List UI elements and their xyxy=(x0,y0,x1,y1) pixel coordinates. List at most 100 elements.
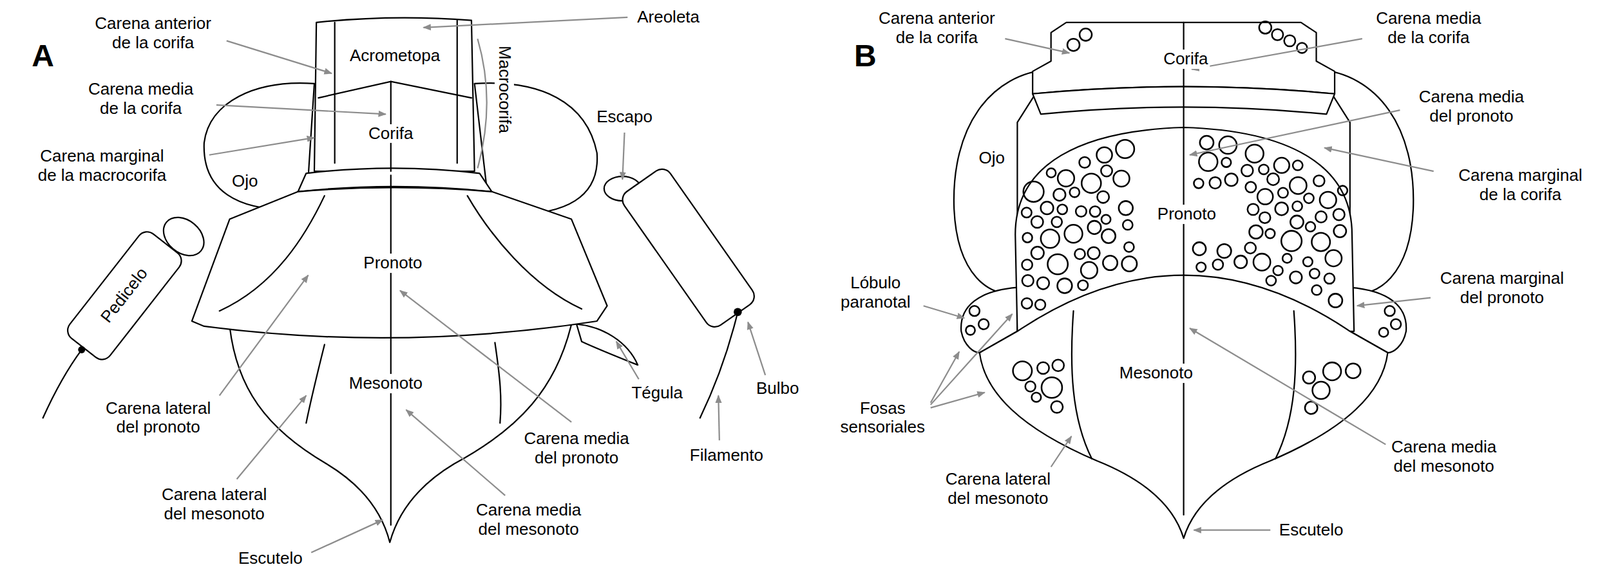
sensory-pit xyxy=(1057,204,1068,215)
sensory-pit xyxy=(969,305,980,317)
sensory-pit xyxy=(1312,285,1322,296)
corifa xyxy=(314,18,475,172)
panel-a-drawing xyxy=(43,18,759,543)
leader-line xyxy=(622,132,625,180)
panel-b-drawing xyxy=(953,21,1414,539)
part-label: Corifa xyxy=(366,124,415,144)
sensory-pit xyxy=(1289,177,1307,194)
sensory-pit xyxy=(1292,201,1302,212)
sensory-pit xyxy=(1273,266,1284,276)
part-label: Pronoto xyxy=(361,253,424,274)
pronoto xyxy=(191,187,608,338)
sensory-pit xyxy=(1078,280,1089,291)
sensory-pit xyxy=(1196,262,1206,273)
part-label: Carena lateral del pronoto xyxy=(102,399,215,439)
sensory-pit xyxy=(1212,259,1224,270)
sensory-pit xyxy=(1259,212,1271,224)
carena-lateral xyxy=(494,342,501,424)
sensory-pit xyxy=(1305,222,1316,232)
leader-line xyxy=(930,392,985,409)
sensory-pit xyxy=(1122,256,1137,272)
sensory-pit xyxy=(1325,250,1342,267)
sensory-pit xyxy=(1035,300,1046,311)
sensory-pit xyxy=(1282,253,1292,263)
part-label: Filamento xyxy=(687,446,766,466)
sensory-pit xyxy=(1253,253,1271,271)
sensory-pit xyxy=(1328,293,1343,308)
sensory-pit xyxy=(1047,254,1068,275)
sensory-pit xyxy=(1303,257,1313,268)
sensory-pit xyxy=(1266,173,1279,185)
sensory-pit xyxy=(1217,244,1232,259)
sensory-pit xyxy=(1234,255,1248,269)
carena-anterior xyxy=(318,81,472,98)
sensory-pit xyxy=(1311,233,1331,252)
sensory-pit xyxy=(1122,220,1133,230)
part-label: Ojo xyxy=(229,171,260,192)
panel-a-leaders xyxy=(209,17,766,554)
sensory-pit xyxy=(1123,242,1134,252)
sensory-pit xyxy=(1265,229,1276,239)
leader-line xyxy=(718,396,720,442)
sensory-pit xyxy=(1046,168,1056,178)
panel-letter: B xyxy=(852,38,879,75)
carena-lateral xyxy=(467,195,582,310)
part-label: Tégula xyxy=(629,384,685,404)
sensory-pit xyxy=(1118,200,1134,216)
part-label: Mesonoto xyxy=(347,374,425,394)
sensory-pit xyxy=(1052,360,1065,372)
part-label: Lóbulo paranotal xyxy=(837,273,915,313)
sensory-pit xyxy=(1323,362,1342,381)
leader-line xyxy=(747,322,766,376)
leader-line xyxy=(1004,38,1070,53)
part-label: Carena media de la corifa xyxy=(85,79,198,119)
leader-line xyxy=(616,342,639,381)
sensory-pit xyxy=(1225,173,1239,187)
sensory-pit xyxy=(1031,246,1045,260)
part-label: Carena lateral del mesonoto xyxy=(941,470,1054,510)
sensory-pit xyxy=(1040,229,1060,248)
sensory-pit xyxy=(1245,242,1257,254)
part-label: Carena marginal de la corifa xyxy=(1455,166,1586,205)
leader-line xyxy=(216,104,386,115)
sensory-pit xyxy=(1221,157,1232,168)
sensory-pit xyxy=(1333,224,1347,238)
sensory-pit xyxy=(1200,135,1214,150)
sensory-pit xyxy=(1274,157,1290,174)
part-label: Carena marginal de la macrocorifa xyxy=(34,146,170,186)
sensory-pit xyxy=(1284,35,1296,47)
sensory-pit xyxy=(1333,208,1345,221)
sensory-pit xyxy=(1037,362,1049,375)
sensory-pit xyxy=(1312,381,1331,400)
leader-line xyxy=(1357,298,1431,307)
sensory-pit xyxy=(1101,229,1116,244)
leader-line xyxy=(1324,148,1434,172)
panel-letter: A xyxy=(29,38,57,75)
carena-media xyxy=(1183,22,1185,516)
leader-line xyxy=(219,275,309,397)
sensory-pit xyxy=(1345,363,1361,379)
pedicelo xyxy=(63,228,186,364)
part-label: Ojo xyxy=(977,148,1007,169)
sensory-pit xyxy=(1013,361,1032,381)
sensory-pit xyxy=(1303,371,1316,384)
sensory-pit xyxy=(965,325,975,335)
sensory-pit xyxy=(1296,43,1307,54)
leader-line xyxy=(237,396,307,480)
sensory-pit xyxy=(1067,38,1080,51)
sensory-pit xyxy=(1241,164,1253,177)
leader-line xyxy=(406,410,506,496)
sensory-pit xyxy=(1037,277,1050,290)
sensory-pit xyxy=(1022,233,1033,243)
part-label: Carena marginal del pronoto xyxy=(1436,269,1568,308)
part-label: Macrocorifa xyxy=(494,43,515,136)
part-label: Escapo xyxy=(594,107,655,127)
sensory-pit xyxy=(1025,381,1036,393)
sensory-pit xyxy=(1193,179,1204,189)
sensory-pit xyxy=(1115,139,1135,159)
leader-line xyxy=(1189,328,1386,446)
sensory-pit xyxy=(1102,255,1117,270)
part-label: Escutelo xyxy=(1277,521,1346,541)
sensory-pit xyxy=(1209,177,1222,189)
sensory-pit xyxy=(1390,319,1401,330)
